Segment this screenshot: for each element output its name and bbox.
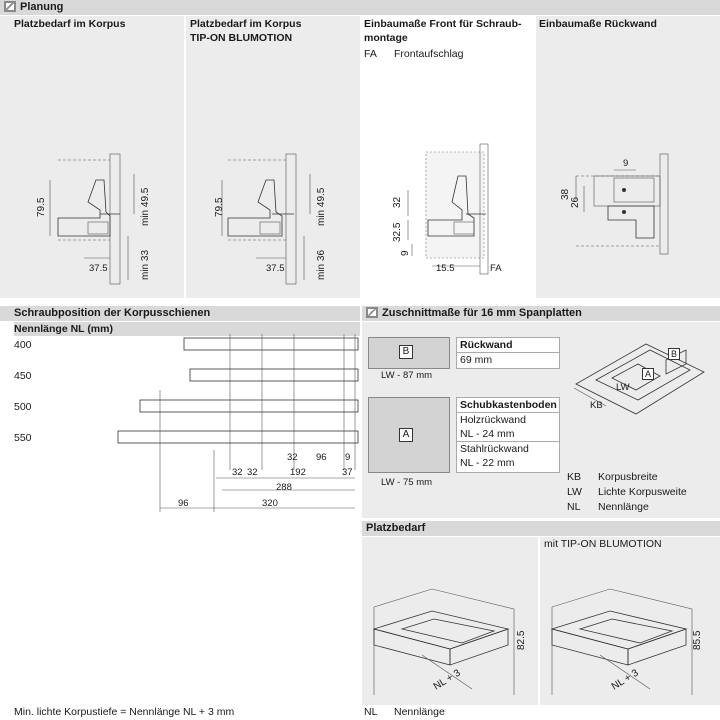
platz-left-nl: NL + 3 bbox=[432, 667, 463, 692]
table-boden: Schubkastenboden Holzrückwand NL - 24 mm… bbox=[456, 397, 560, 473]
p3-dim-32-5: 32.5 bbox=[392, 222, 403, 242]
screw-dim-32c: 32 bbox=[247, 467, 258, 478]
drawing-screw-rails bbox=[117, 334, 359, 512]
cut-label-a: A bbox=[399, 428, 413, 442]
screw-dim-320: 320 bbox=[262, 498, 278, 509]
p1-dim-min-top: min 49.5 bbox=[140, 187, 151, 226]
p4-dim-38: 38 bbox=[560, 188, 571, 200]
p4-dim-26: 26 bbox=[570, 196, 581, 208]
drawing-platzbedarf bbox=[49, 153, 135, 285]
boden-title: Schubkastenboden bbox=[457, 398, 559, 413]
cut-a-width: LW - 75 mm bbox=[381, 477, 433, 488]
panel-platzbedarf bbox=[0, 16, 184, 298]
drawing-einbaumasse-front bbox=[407, 143, 489, 275]
rueckwand-title: Rückwand bbox=[457, 338, 559, 353]
p2-dim-min-bottom: min 36 bbox=[316, 250, 327, 280]
boden-row: Holzrückwand bbox=[460, 414, 526, 426]
screw-title: Schraubposition der Korpusschienen bbox=[14, 307, 211, 319]
drawing-einbaumasse-rueckwand bbox=[575, 153, 669, 255]
rail-length-450: 450 bbox=[14, 370, 32, 382]
boden-row: NL - 22 mm bbox=[460, 457, 515, 469]
section-icon bbox=[4, 1, 16, 12]
p2-dim-depth: 37.5 bbox=[266, 263, 285, 274]
p3-dim-15-5: 15.5 bbox=[436, 263, 455, 274]
cut-b-width: LW - 87 mm bbox=[381, 370, 433, 381]
section-header-platzbedarf: Platzbedarf bbox=[362, 521, 720, 536]
drawing-iso-drawer bbox=[573, 343, 705, 415]
legend-label-lw: Lichte Korpusweite bbox=[598, 486, 687, 498]
screw-dim-32b: 32 bbox=[232, 467, 243, 478]
panel4-title: Einbaumaße Rückwand bbox=[539, 18, 657, 30]
panel1-title: Platzbedarf im Korpus bbox=[14, 18, 126, 30]
iso-label-a: A bbox=[642, 368, 654, 380]
screw-dim-9: 9 bbox=[345, 452, 351, 463]
table-rueckwand: Rückwand 69 mm bbox=[456, 337, 560, 369]
p3-dim-9: 9 bbox=[400, 250, 411, 256]
screw-subtitle: Nennlänge NL (mm) bbox=[14, 322, 360, 336]
screw-dim-96b: 96 bbox=[178, 498, 189, 509]
legend-label-nl: Nennlänge bbox=[598, 501, 649, 513]
front-legend-label: Frontaufschlag bbox=[394, 48, 464, 60]
iso-label-b: B bbox=[668, 348, 680, 360]
platz-left-dim: 82.5 bbox=[516, 630, 527, 650]
panel2-title-line2: TIP-ON BLUMOTION bbox=[190, 32, 293, 44]
platz-right-nl: NL + 3 bbox=[610, 667, 641, 692]
legend-key-kb: KB bbox=[567, 471, 582, 483]
cut-label-b: B bbox=[399, 345, 413, 359]
section-header-planung: Planung bbox=[0, 0, 720, 15]
section-icon bbox=[366, 307, 378, 318]
cut-title: Zuschnittmaße für 16 mm Spanplatten bbox=[382, 307, 582, 319]
screw-dim-96a: 96 bbox=[316, 452, 327, 463]
footer-nl-label: Nennlänge bbox=[394, 706, 445, 718]
legend-key-lw: LW bbox=[567, 486, 582, 498]
front-legend-key: FA bbox=[364, 48, 377, 60]
rail-length-550: 550 bbox=[14, 432, 32, 444]
screw-dim-37: 37 bbox=[342, 467, 353, 478]
p1-dim-height: 79.5 bbox=[36, 197, 47, 217]
legend-key-nl: NL bbox=[567, 501, 581, 513]
legend-label-kb: Korpusbreite bbox=[598, 471, 658, 483]
screw-dim-192: 192 bbox=[290, 467, 306, 478]
boden-row: Stahlrückwand bbox=[460, 443, 529, 455]
panel3-title-line2: montage bbox=[364, 32, 408, 44]
boden-row: NL - 24 mm bbox=[457, 427, 559, 442]
panel2-title-line1: Platzbedarf im Korpus bbox=[190, 18, 302, 30]
p2-dim-min-top: min 49.5 bbox=[316, 187, 327, 226]
drawing-platzbedarf-tipon bbox=[221, 153, 311, 285]
screw-dim-32a: 32 bbox=[287, 452, 298, 463]
rail-length-400: 400 bbox=[14, 339, 32, 351]
p2-dim-height: 79.5 bbox=[214, 197, 225, 217]
platz-right-label: mit TIP-ON BLUMOTION bbox=[544, 538, 662, 550]
footer-nl-key: NL bbox=[364, 706, 378, 718]
platz-right-dim: 85.5 bbox=[692, 630, 703, 650]
p1-dim-depth: 37.5 bbox=[89, 263, 108, 274]
p1-dim-min-bottom: min 33 bbox=[140, 250, 151, 280]
p4-dim-9: 9 bbox=[623, 158, 629, 169]
platz-title: Platzbedarf bbox=[366, 522, 426, 534]
p3-dim-fa: FA bbox=[490, 263, 502, 274]
drawing-platz-left bbox=[372, 588, 515, 695]
iso-label-kb: KB bbox=[590, 400, 603, 411]
panel-einbaumasse-rueckwand bbox=[536, 16, 720, 298]
section-header-cut: Zuschnittmaße für 16 mm Spanplatten bbox=[362, 306, 720, 321]
iso-label-lw: LW bbox=[616, 382, 630, 393]
p3-dim-32: 32 bbox=[392, 196, 403, 208]
panel3-title-line1: Einbaumaße Front für Schraub- bbox=[364, 18, 522, 30]
header-title: Planung bbox=[20, 1, 64, 13]
drawing-platz-right bbox=[550, 588, 693, 695]
panel-platz-right bbox=[540, 537, 720, 705]
screw-dim-288: 288 bbox=[276, 482, 292, 493]
footer-note: Min. lichte Korpustiefe = Nennlänge NL +… bbox=[14, 706, 235, 718]
panel-platzbedarf-tipon bbox=[186, 16, 360, 298]
section-header-screw: Schraubposition der Korpusschienen bbox=[0, 306, 360, 321]
rail-length-500: 500 bbox=[14, 401, 32, 413]
panel-platz-left bbox=[362, 537, 538, 705]
rueckwand-value: 69 mm bbox=[460, 354, 493, 366]
